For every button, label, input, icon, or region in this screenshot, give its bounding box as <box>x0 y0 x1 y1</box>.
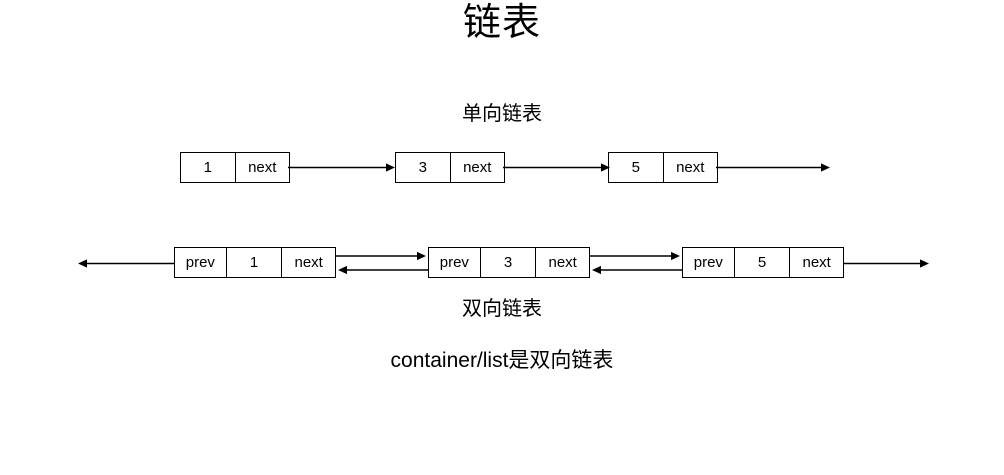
node-next-pointer-cell: next <box>802 254 831 271</box>
node-next-pointer-cell: next <box>463 159 492 176</box>
doubly-arrow-1-2-next-icon <box>590 251 680 261</box>
doubly-arrow-0-1-next-icon <box>336 251 426 261</box>
node-next-pointer-cell: next <box>248 159 277 176</box>
node-next-pointer-cell: next <box>548 254 577 271</box>
node-value-cell: 5 <box>609 153 664 182</box>
node-prev-pointer-cell: prev <box>429 248 481 277</box>
singly-list-node: 1 next <box>180 152 290 183</box>
singly-list-node: 3 next <box>395 152 505 183</box>
node-prev-pointer-cell: prev <box>175 248 227 277</box>
node-value-cell: 1 <box>181 153 236 182</box>
node-value-cell: 1 <box>227 248 283 277</box>
doubly-list-node: prev 1 next <box>174 247 336 278</box>
node-next-pointer-cell: next <box>294 254 323 271</box>
singly-arrow-0-1-icon <box>288 163 395 172</box>
singly-list-node: 5 next <box>608 152 718 183</box>
node-prev-pointer-cell: prev <box>683 248 735 277</box>
doubly-arrow-2-1-prev-icon <box>592 265 682 275</box>
node-value-cell: 3 <box>396 153 451 182</box>
doubly-arrow-tail-right-icon <box>844 259 929 268</box>
node-value-cell: 5 <box>735 248 791 277</box>
doubly-list-node: prev 3 next <box>428 247 590 278</box>
doubly-list-node: prev 5 next <box>682 247 844 278</box>
singly-arrow-1-2-icon <box>503 163 610 172</box>
page-title: 链表 <box>462 2 541 44</box>
node-value-cell: 3 <box>481 248 537 277</box>
footer-note: container/list是双向链表 <box>390 349 614 372</box>
node-next-pointer-cell: next <box>676 159 705 176</box>
doubly-arrow-head-left-icon <box>78 259 175 268</box>
doubly-arrow-1-0-prev-icon <box>338 265 428 275</box>
singly-arrow-tail-icon <box>716 163 830 172</box>
doubly-linked-list-caption: 双向链表 <box>462 298 542 320</box>
singly-linked-list-caption: 单向链表 <box>462 103 542 125</box>
